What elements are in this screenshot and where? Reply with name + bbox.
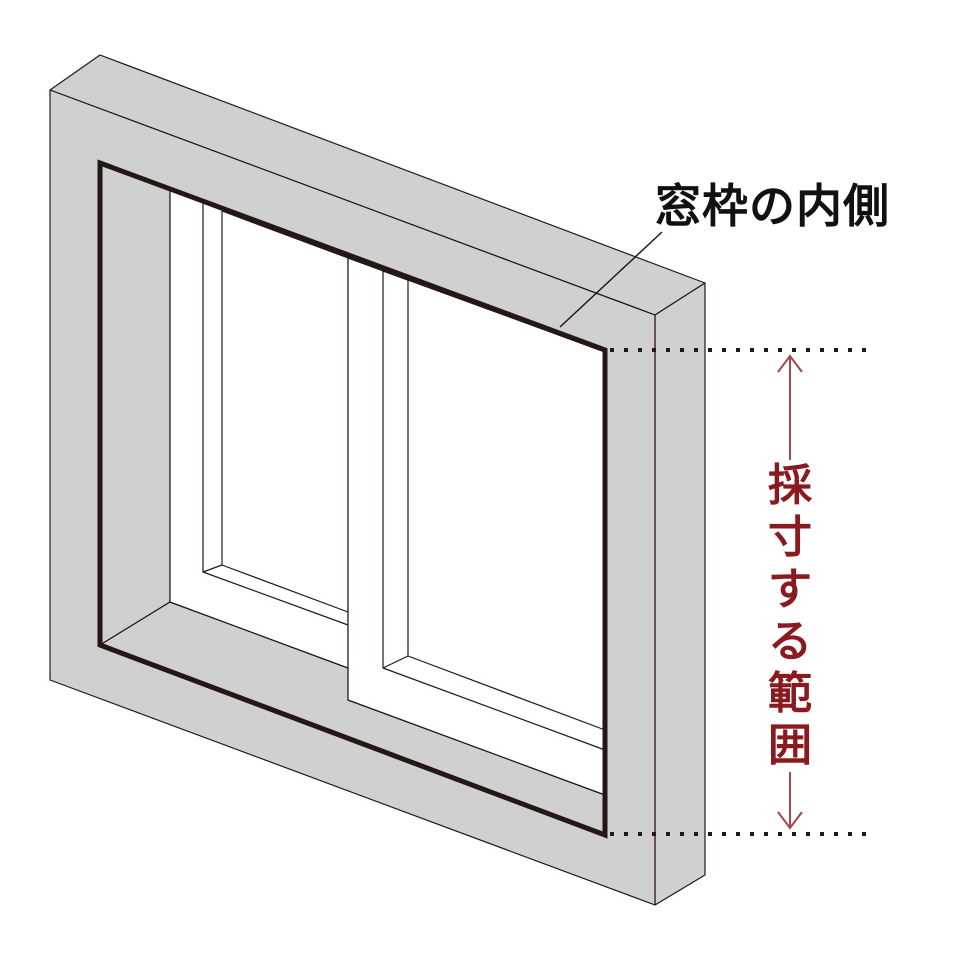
leader-line [559, 231, 663, 328]
inner-left-wall [99, 162, 171, 646]
arrow-up-icon [777, 354, 803, 373]
measure-range-label: 採寸する範囲 [766, 460, 814, 772]
arrow-down-icon [777, 811, 803, 830]
left-sash-glass [221, 210, 349, 613]
frame-inside-outline [97, 159, 608, 839]
frame-side-face [654, 282, 706, 906]
right-sash-glass [407, 279, 606, 731]
frame-inside-label: 窓枠の内側 [655, 179, 890, 233]
